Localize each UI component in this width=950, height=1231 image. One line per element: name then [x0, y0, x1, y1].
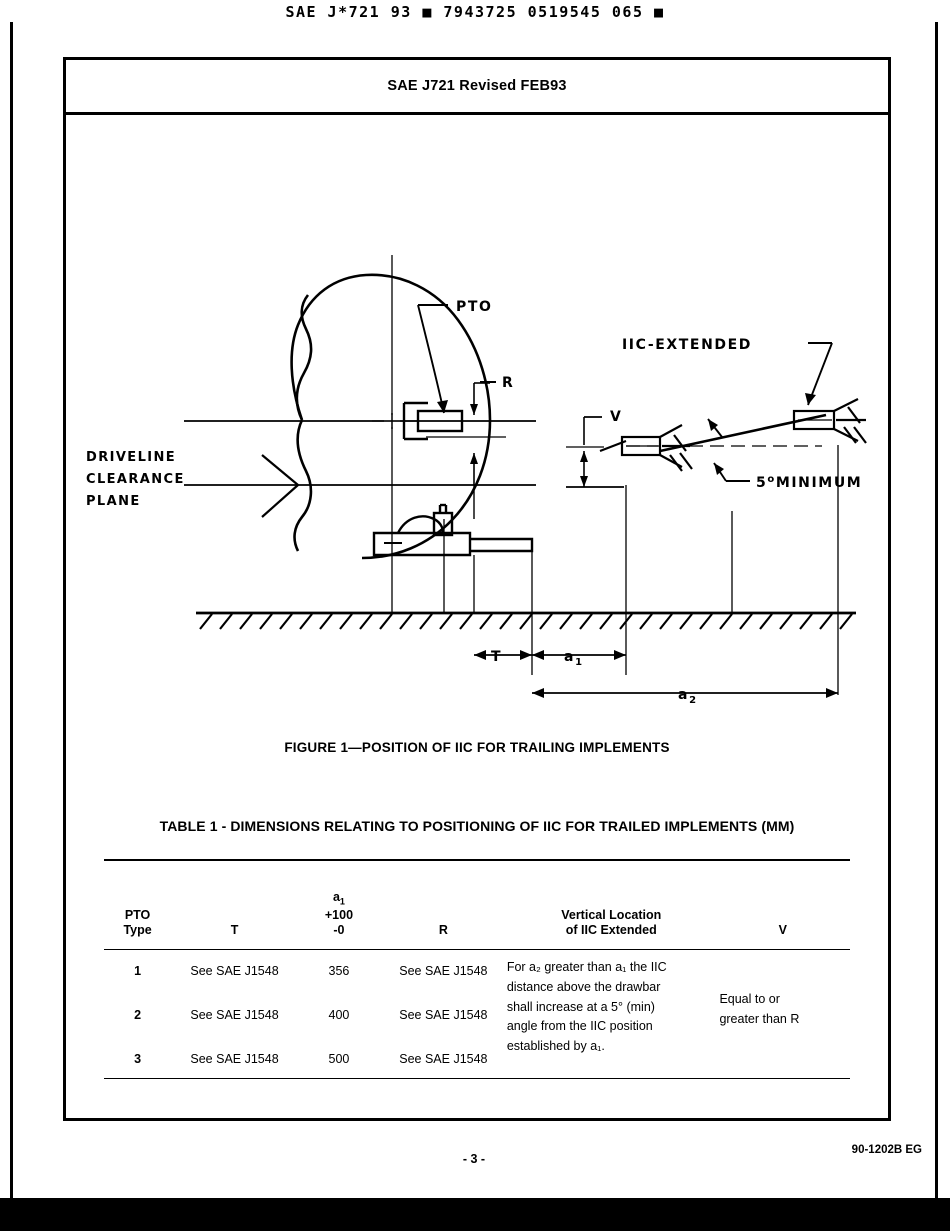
figure-1-drawing: R PTO DRIVELINE CLEARANCE PLANE [86, 255, 867, 706]
iic-extended-coupler [792, 398, 867, 444]
document-header: SAE J721 Revised FEB93 [66, 60, 888, 115]
cell-v-value: Equal to or greater than R [719, 990, 850, 1030]
cell-pto-type: 2 [134, 1008, 142, 1022]
dimension-a2 [532, 688, 838, 698]
angle-leader [707, 418, 750, 482]
column-header-pto-type-line1: PTO [124, 907, 151, 922]
table-1: PTO Type T a1 +100 [104, 859, 850, 1079]
v-line: Equal to or [719, 992, 780, 1006]
document-frame: SAE J721 Revised FEB93 [63, 57, 891, 1121]
dimension-extension-lines [443, 445, 839, 695]
column-header-pto-type: PTO Type [104, 861, 171, 949]
label-pto: PTO [456, 299, 493, 315]
table-1-header: PTO Type T a1 +100 [104, 861, 850, 949]
document-header-title: SAE J721 Revised FEB93 [387, 78, 567, 94]
column-header-pto-type-line2: Type [123, 923, 152, 938]
dimension-t [474, 650, 532, 660]
table-row: 1 See SAE J1548 356 See SAE J1548 [104, 964, 850, 978]
column-header-r-label: R [438, 923, 448, 938]
iic-extended-leader [805, 342, 833, 406]
cell-t: See SAE J1548 [190, 1052, 279, 1066]
cell-a1: 356 [328, 964, 350, 978]
cell-t: See SAE J1548 [190, 1008, 279, 1022]
pto-shaft-assembly [372, 401, 464, 441]
inclined-drawbar-line [659, 413, 827, 453]
page-number: - 3 - [462, 1152, 486, 1166]
cell-a1: 500 [328, 1052, 350, 1066]
tractor-body-outline [290, 273, 492, 560]
label-driveline-line1: DRIVELINE [86, 450, 176, 465]
label-dim-a2: a2 [678, 687, 698, 706]
body-break-line-lower [293, 419, 313, 552]
table-header-row: PTO Type T a1 +100 [104, 861, 850, 949]
label-dim-a1: a1 [564, 649, 584, 668]
cell-vertical-location-note: For a₂ greater than a₁ the IIC distance … [507, 958, 708, 1057]
note-line: For a₂ greater than a₁ the IIC [506, 960, 667, 974]
cell-pto-type: 1 [134, 964, 142, 978]
column-header-r: R [380, 861, 507, 949]
label-v: V [610, 409, 622, 425]
label-iic-extended: IIC-EXTENDED [622, 337, 752, 353]
label-r: R [502, 375, 514, 391]
dimension-a1 [532, 650, 626, 660]
table-1-block: TABLE 1 - DIMENSIONS RELATING TO POSITIO… [66, 818, 888, 1079]
table-rule-header-bottom [104, 949, 850, 950]
driveline-label-leader [261, 454, 299, 518]
v-line: greater than R [719, 1011, 800, 1026]
cell-r: See SAE J1548 [399, 1052, 488, 1066]
table-row: 2 See SAE J1548 400 See SAE J1548 [104, 1008, 850, 1022]
figure-1-caption: FIGURE 1—POSITION OF IIC FOR TRAILING IM… [284, 740, 670, 755]
label-5-degree-minimum: 5oMINIMUM [756, 474, 862, 491]
dimension-r [426, 382, 506, 485]
page-border [10, 22, 938, 1198]
column-header-t-label: T [230, 923, 239, 938]
cell-a1: 400 [328, 1008, 350, 1022]
note-line: established by a₁. [506, 1039, 605, 1053]
iic-coupler-lower [599, 424, 693, 472]
column-header-a1: a1 +100 -0 [298, 861, 380, 949]
label-driveline-line3: PLANE [86, 494, 141, 509]
body-break-line-upper [295, 294, 313, 421]
page-bottom-bar [0, 1198, 950, 1231]
column-header-vertical-location: Vertical Location of IIC Extended [507, 861, 716, 949]
dimension-v [566, 416, 624, 488]
note-line: shall increase at a 5° (min) [506, 999, 655, 1014]
document-code: 90-1202B EG [851, 1144, 922, 1156]
column-header-v-label: V [778, 923, 788, 938]
note-line: distance above the drawbar [506, 979, 661, 994]
table-rule-bottom [104, 1078, 850, 1079]
column-header-a1-plus: +100 [324, 907, 354, 922]
pto-leader-line [417, 304, 445, 414]
column-header-vertical-line1: Vertical Location [561, 907, 662, 922]
cell-r: See SAE J1548 [399, 964, 488, 978]
figure-1: R PTO DRIVELINE CLEARANCE PLANE [66, 115, 888, 775]
table-rule-top [104, 859, 850, 861]
table-1-title: TABLE 1 - DIMENSIONS RELATING TO POSITIO… [159, 818, 795, 834]
cell-r: See SAE J1548 [399, 1008, 488, 1022]
column-header-a1-minus: -0 [333, 923, 345, 938]
column-header-t: T [171, 861, 298, 949]
table-body-grid: 1 See SAE J1548 356 See SAE J1548 2 See … [104, 950, 850, 1078]
table-row: 3 See SAE J1548 500 See SAE J1548 [104, 1052, 850, 1066]
column-header-a1-symbol: a1 [332, 890, 345, 907]
pto-leader-arrow [437, 400, 448, 413]
label-dim-t: T [491, 649, 502, 665]
note-line: angle from the IIC position [506, 1019, 653, 1034]
table-1-body: 1 See SAE J1548 356 See SAE J1548 2 See … [104, 950, 850, 1078]
ocr-header-strip: SAE J*721 93 ■ 7943725 0519545 065 ■ [0, 0, 950, 24]
cell-t: See SAE J1548 [190, 964, 279, 978]
label-driveline-line2: CLEARANCE [86, 472, 185, 487]
ground-line [196, 611, 856, 630]
cell-pto-type: 3 [134, 1052, 142, 1066]
ocr-header-text: SAE J*721 93 ■ 7943725 0519545 065 ■ [285, 3, 665, 21]
page-footer: - 3 - 90-1202B EG [10, 1144, 938, 1182]
column-header-v: V [716, 861, 850, 949]
drawbar-hitch-assembly [372, 503, 534, 557]
column-header-vertical-line2: of IIC Extended [565, 923, 657, 938]
